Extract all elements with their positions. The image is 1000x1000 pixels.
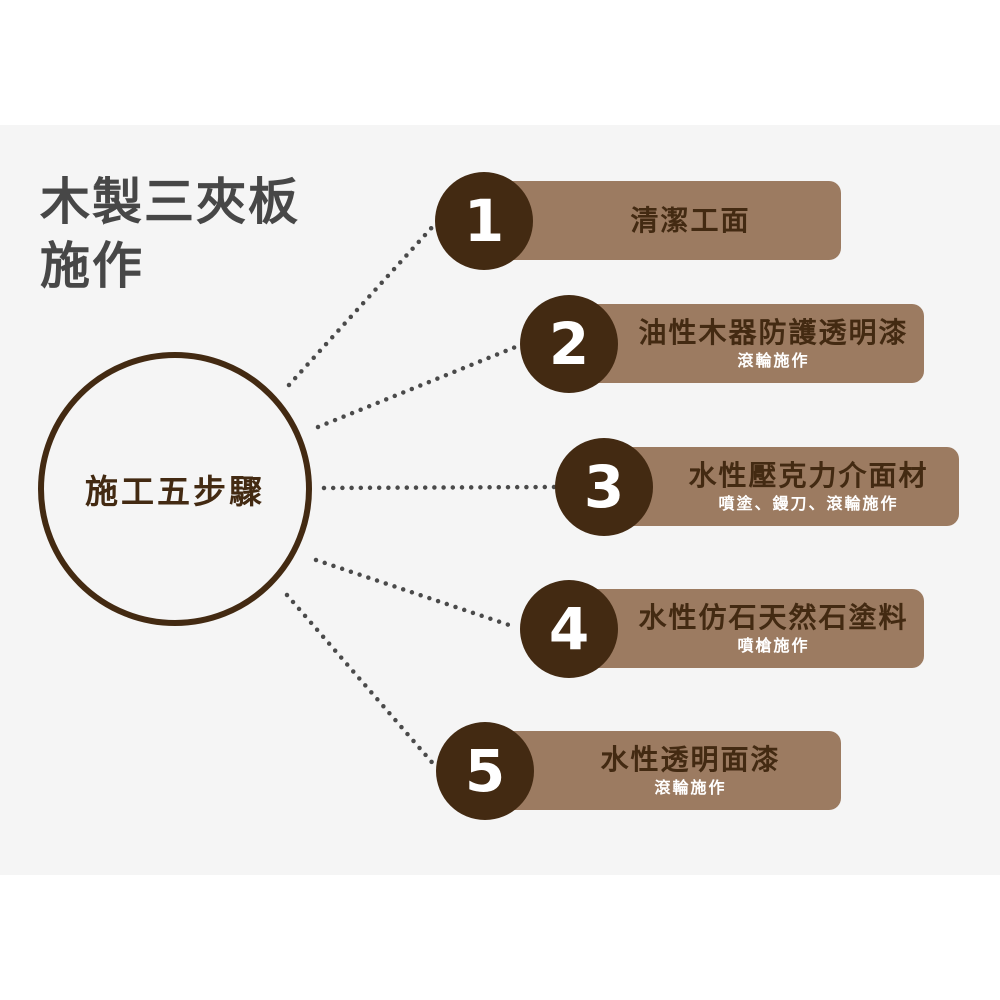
connector-step-5 <box>284 592 439 770</box>
page-title: 木製三夾板 施作 <box>40 170 300 298</box>
step-1-title: 清潔工面 <box>630 203 751 237</box>
title-line-2: 施作 <box>40 237 144 295</box>
step-4-subtitle: 噴槍施作 <box>737 635 810 655</box>
step-2-subtitle: 滾輪施作 <box>737 350 810 370</box>
step-3-title: 水性壓克力介面材 <box>688 458 929 492</box>
step-3-subtitle: 噴塗、鏝刀、滾輪施作 <box>718 493 899 513</box>
step-1-box: 清潔工面 <box>500 181 841 260</box>
step-4-number-badge: 4 <box>520 580 618 678</box>
connector-step-2 <box>315 343 521 430</box>
connector-step-4 <box>313 557 515 629</box>
title-line-1: 木製三夾板 <box>40 173 300 231</box>
step-3-box: 水性壓克力介面材 噴塗、鏝刀、滾輪施作 <box>620 447 959 526</box>
step-5-number-badge: 5 <box>436 722 534 820</box>
step-2-number-badge: 2 <box>520 295 618 393</box>
step-2-title: 油性木器防護透明漆 <box>638 315 909 349</box>
step-1-number-badge: 1 <box>435 172 533 270</box>
step-5-subtitle: 滾輪施作 <box>654 777 727 797</box>
hub-label: 施工五步驟 <box>85 472 265 511</box>
step-3-number-badge: 3 <box>555 438 653 536</box>
connector-step-1 <box>286 221 438 388</box>
hub-circle: 施工五步驟 <box>38 352 312 626</box>
connector-step-3 <box>321 484 559 491</box>
step-4-title: 水性仿石天然石塗料 <box>638 600 909 634</box>
step-5-box: 水性透明面漆 滾輪施作 <box>500 731 841 810</box>
step-4-box: 水性仿石天然石塗料 噴槍施作 <box>585 589 924 668</box>
step-5-title: 水性透明面漆 <box>600 742 781 776</box>
step-2-box: 油性木器防護透明漆 滾輪施作 <box>585 304 924 383</box>
